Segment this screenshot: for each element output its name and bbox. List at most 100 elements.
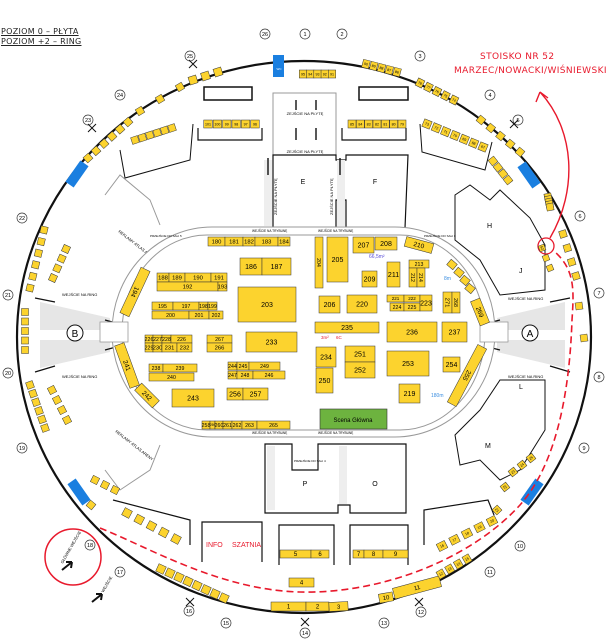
booth[interactable] (48, 273, 58, 283)
booth[interactable]: 189 (168, 272, 186, 283)
booth[interactable]: 244 (227, 361, 238, 371)
booth[interactable] (99, 479, 111, 491)
booth[interactable] (159, 125, 170, 136)
booth[interactable] (40, 423, 50, 433)
booth[interactable] (200, 70, 211, 82)
booth[interactable]: 97 (241, 119, 251, 129)
booth[interactable]: 11 (392, 575, 442, 600)
booth[interactable] (495, 130, 506, 142)
booth[interactable]: 226 (145, 334, 154, 344)
booth[interactable]: 6 (310, 549, 330, 559)
booth[interactable]: 2 (305, 601, 330, 612)
booth[interactable]: 13 (444, 563, 456, 575)
booth[interactable]: 95 (299, 69, 307, 79)
booth[interactable]: 190 (184, 272, 212, 283)
booth[interactable]: 77 (423, 81, 434, 93)
booth[interactable] (541, 253, 551, 263)
booth[interactable] (191, 579, 203, 592)
booth[interactable] (453, 266, 465, 279)
booth[interactable] (122, 116, 134, 128)
booth[interactable]: 7 (352, 549, 365, 559)
booth[interactable] (36, 237, 46, 247)
booth[interactable]: 99 (222, 119, 232, 129)
booth[interactable]: 12 (435, 568, 447, 580)
booth[interactable]: 25 (525, 452, 537, 464)
booth[interactable] (145, 130, 155, 140)
booth[interactable] (21, 317, 29, 326)
booth[interactable] (571, 271, 581, 281)
booth[interactable]: 79 (397, 119, 407, 129)
booth[interactable]: 209 (361, 270, 378, 288)
booth[interactable] (21, 336, 29, 345)
booth[interactable]: 94 (306, 69, 315, 79)
booth[interactable] (566, 257, 577, 267)
booth[interactable] (446, 258, 458, 271)
booth[interactable]: 240 (148, 372, 195, 382)
booth[interactable]: 98 (231, 119, 241, 129)
booth[interactable]: 187 (261, 257, 292, 276)
booth[interactable] (90, 145, 102, 157)
booth[interactable]: 220 (346, 294, 378, 314)
booth[interactable] (89, 474, 101, 486)
booth[interactable]: 191 (210, 272, 228, 283)
booth[interactable] (145, 520, 158, 532)
booth[interactable]: 253 (386, 350, 430, 377)
booth[interactable] (39, 225, 49, 235)
booth[interactable]: 5 (279, 549, 312, 559)
booth[interactable]: 194 (119, 266, 151, 318)
booth[interactable]: 198 (198, 301, 209, 311)
booth[interactable] (46, 384, 58, 396)
booth[interactable]: 268 (451, 291, 461, 314)
booth[interactable] (85, 499, 97, 511)
booth[interactable]: 86 (392, 66, 402, 78)
booth[interactable]: 228 (161, 334, 172, 344)
booth[interactable] (121, 507, 133, 519)
booth[interactable]: 88 (376, 62, 387, 74)
booth[interactable] (28, 388, 38, 399)
booth[interactable] (514, 146, 526, 158)
booth[interactable]: 4 (288, 577, 315, 588)
booth[interactable]: 267 (206, 334, 233, 344)
booth[interactable] (25, 283, 35, 293)
booth[interactable] (459, 274, 471, 287)
booth[interactable]: 266 (206, 342, 233, 353)
booth[interactable]: 85 (347, 119, 357, 129)
booth[interactable] (209, 588, 221, 600)
booth[interactable]: 246 (252, 370, 286, 380)
booth[interactable]: 203 (237, 286, 297, 323)
booth[interactable] (21, 308, 29, 316)
booth[interactable] (98, 138, 110, 149)
booth[interactable] (51, 394, 63, 406)
booth[interactable]: 76 (431, 86, 443, 97)
booth[interactable]: 52 (537, 243, 547, 253)
booth[interactable]: 204 (314, 236, 324, 289)
booth[interactable] (106, 131, 118, 142)
booth[interactable] (25, 380, 35, 390)
booth[interactable]: 24 (516, 459, 528, 471)
booth[interactable] (545, 202, 555, 212)
booth[interactable] (187, 74, 199, 86)
booth[interactable]: 251 (344, 345, 376, 363)
booth[interactable]: 81 (381, 119, 390, 129)
booth[interactable] (82, 152, 94, 164)
booth[interactable]: 93 (313, 69, 322, 79)
booth[interactable] (502, 174, 514, 186)
booth[interactable] (154, 93, 166, 105)
booth[interactable] (56, 404, 68, 416)
booth[interactable] (464, 282, 476, 295)
booth[interactable] (475, 114, 487, 126)
booth[interactable] (37, 414, 47, 425)
booth[interactable]: 234 (315, 346, 337, 368)
booth[interactable]: 243 (171, 388, 215, 408)
booth[interactable]: 21 (491, 504, 503, 516)
booth[interactable] (504, 138, 516, 150)
booth[interactable]: 184 (277, 236, 291, 247)
booth[interactable] (28, 271, 38, 281)
booth[interactable]: 199 (207, 301, 218, 311)
booth[interactable] (34, 406, 44, 416)
booth[interactable]: 3 (328, 601, 349, 612)
booth[interactable]: 230 (153, 342, 164, 353)
booth[interactable]: 18 (460, 527, 474, 540)
booth[interactable] (173, 571, 185, 583)
booth[interactable]: 101 (203, 119, 213, 129)
